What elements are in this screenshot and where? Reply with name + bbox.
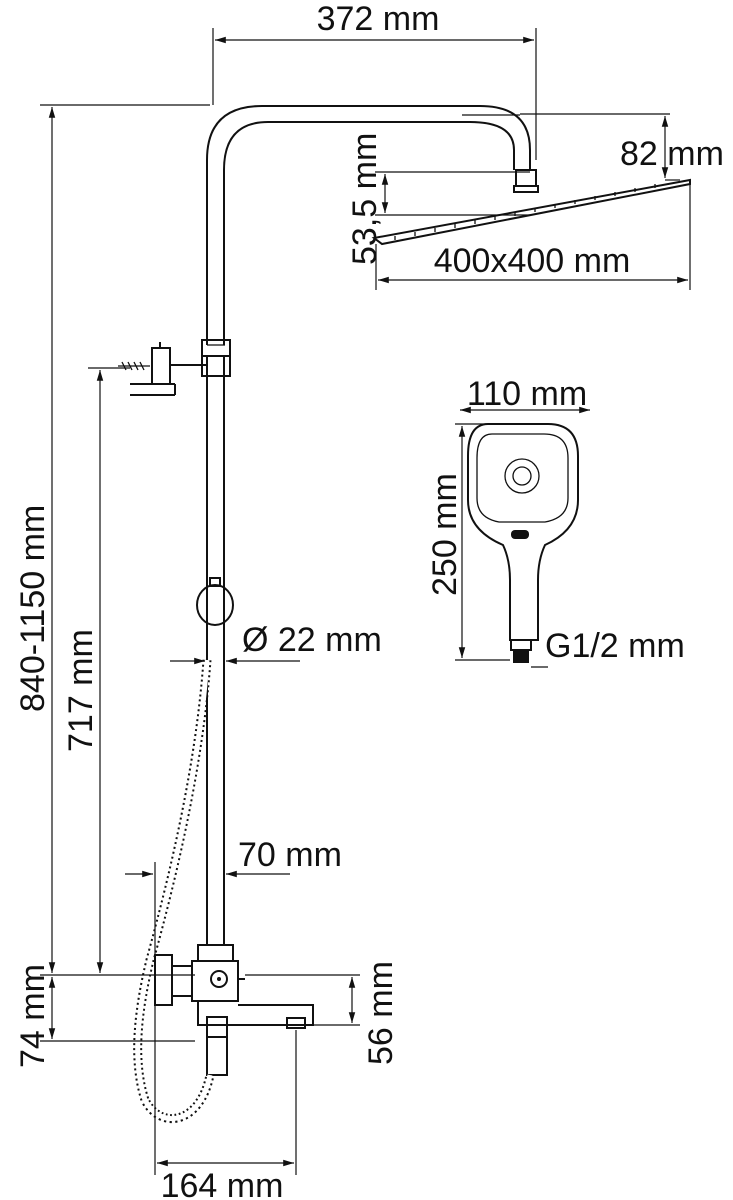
dimension-labels: 372 mm 82 mm 53,5 mm 400x400 mm 110 mm 2… bbox=[14, 0, 724, 1200]
overhead-shower-head bbox=[371, 169, 691, 246]
label-spout-length: 164 mm bbox=[161, 1167, 284, 1200]
label-head-offset: 82 mm bbox=[620, 135, 724, 173]
label-bar-height: 717 mm bbox=[62, 629, 100, 752]
label-hand-width: 110 mm bbox=[467, 375, 587, 413]
label-spout-drop: 56 mm bbox=[362, 961, 400, 1065]
hand-shower bbox=[467, 423, 579, 663]
shower-hose bbox=[133, 659, 215, 1124]
wall-bracket bbox=[118, 342, 207, 396]
label-head-size: 400x400 mm bbox=[434, 242, 631, 280]
label-head-thickness: 53,5 mm bbox=[346, 133, 384, 265]
shower-column bbox=[196, 105, 531, 945]
label-hand-thread: G1/2 mm bbox=[545, 627, 685, 665]
label-wall-offset: 70 mm bbox=[238, 836, 342, 874]
label-hand-length: 250 mm bbox=[426, 473, 464, 596]
label-total-height: 840-1150 mm bbox=[14, 505, 52, 712]
dimension-lines bbox=[40, 28, 691, 1175]
label-arm-reach: 372 mm bbox=[317, 0, 440, 38]
label-pipe-diameter: Ø 22 mm bbox=[242, 621, 382, 659]
thermostatic-mixer bbox=[154, 944, 314, 1076]
label-mixer-height: 74 mm bbox=[14, 964, 52, 1068]
